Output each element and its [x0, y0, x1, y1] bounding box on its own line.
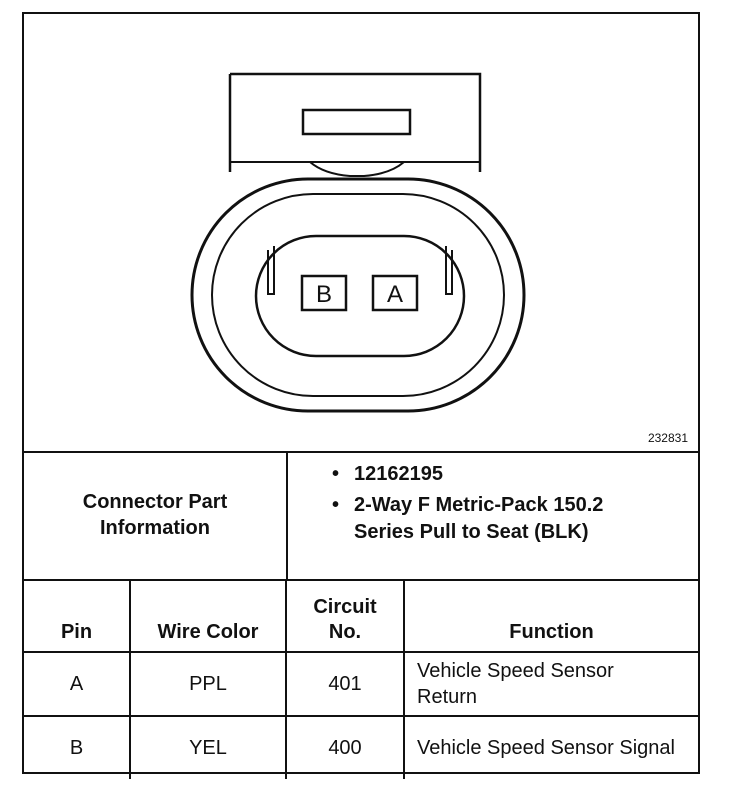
connector-part-number: 12162195	[330, 461, 634, 488]
cavity-a-box	[371, 274, 419, 312]
function-text: Vehicle Speed Sensor Signal	[417, 737, 675, 759]
header-function: Function	[403, 579, 698, 653]
table-row: A PPL 401 Vehicle Speed Sensor Return	[24, 651, 698, 717]
cavity-label-a: A	[387, 281, 403, 308]
connector-info-label: Connector Part Information	[24, 451, 288, 579]
connector-body-outer	[190, 177, 526, 413]
cavity-b-box	[300, 274, 348, 312]
latch-window	[301, 108, 412, 136]
header-pin: Pin	[24, 579, 131, 653]
connector-info-label-text: Connector Part Information	[82, 491, 228, 539]
wire-color-cell: PPL	[129, 651, 287, 717]
connector-document: B A 232831 Connector Part Information 12…	[22, 12, 700, 779]
connector-illustration: B A 232831	[24, 14, 698, 453]
cavity-recess	[254, 234, 466, 358]
header-circuit: Circuit No.	[285, 579, 405, 653]
key-right	[445, 246, 453, 295]
housing-top	[228, 72, 482, 172]
connector-body-inner	[211, 193, 505, 397]
table-header-row: Pin Wire Color Circuit No. Function	[24, 579, 698, 653]
figure-number: 232831	[647, 431, 688, 445]
pin-cell: A	[24, 651, 131, 717]
pinout-table: Pin Wire Color Circuit No. Function A PP…	[24, 579, 698, 779]
pin-cell: B	[24, 715, 131, 779]
connector-description: 2-Way F Metric-Pack 150.2 Series Pull to…	[330, 492, 634, 546]
cavity-label-b: B	[316, 281, 332, 308]
function-text: Vehicle Speed Sensor Return	[417, 660, 614, 708]
wire-color-cell: YEL	[129, 715, 287, 779]
circuit-cell: 401	[285, 651, 405, 717]
function-cell: Vehicle Speed Sensor Signal	[403, 715, 698, 779]
connector-info-list: 12162195 2-Way F Metric-Pack 150.2 Serie…	[330, 461, 634, 550]
key-left	[267, 246, 275, 295]
function-cell: Vehicle Speed Sensor Return	[403, 651, 698, 717]
connector-info-row: Connector Part Information 12162195 2-Wa…	[24, 451, 698, 581]
connector-drawing: B A	[190, 72, 526, 413]
latch-ramp	[309, 161, 405, 177]
table-row: B YEL 400 Vehicle Speed Sensor Signal	[24, 715, 698, 779]
header-circuit-text: Circuit No.	[313, 596, 377, 643]
circuit-cell: 400	[285, 715, 405, 779]
header-wire-color: Wire Color	[129, 579, 287, 653]
